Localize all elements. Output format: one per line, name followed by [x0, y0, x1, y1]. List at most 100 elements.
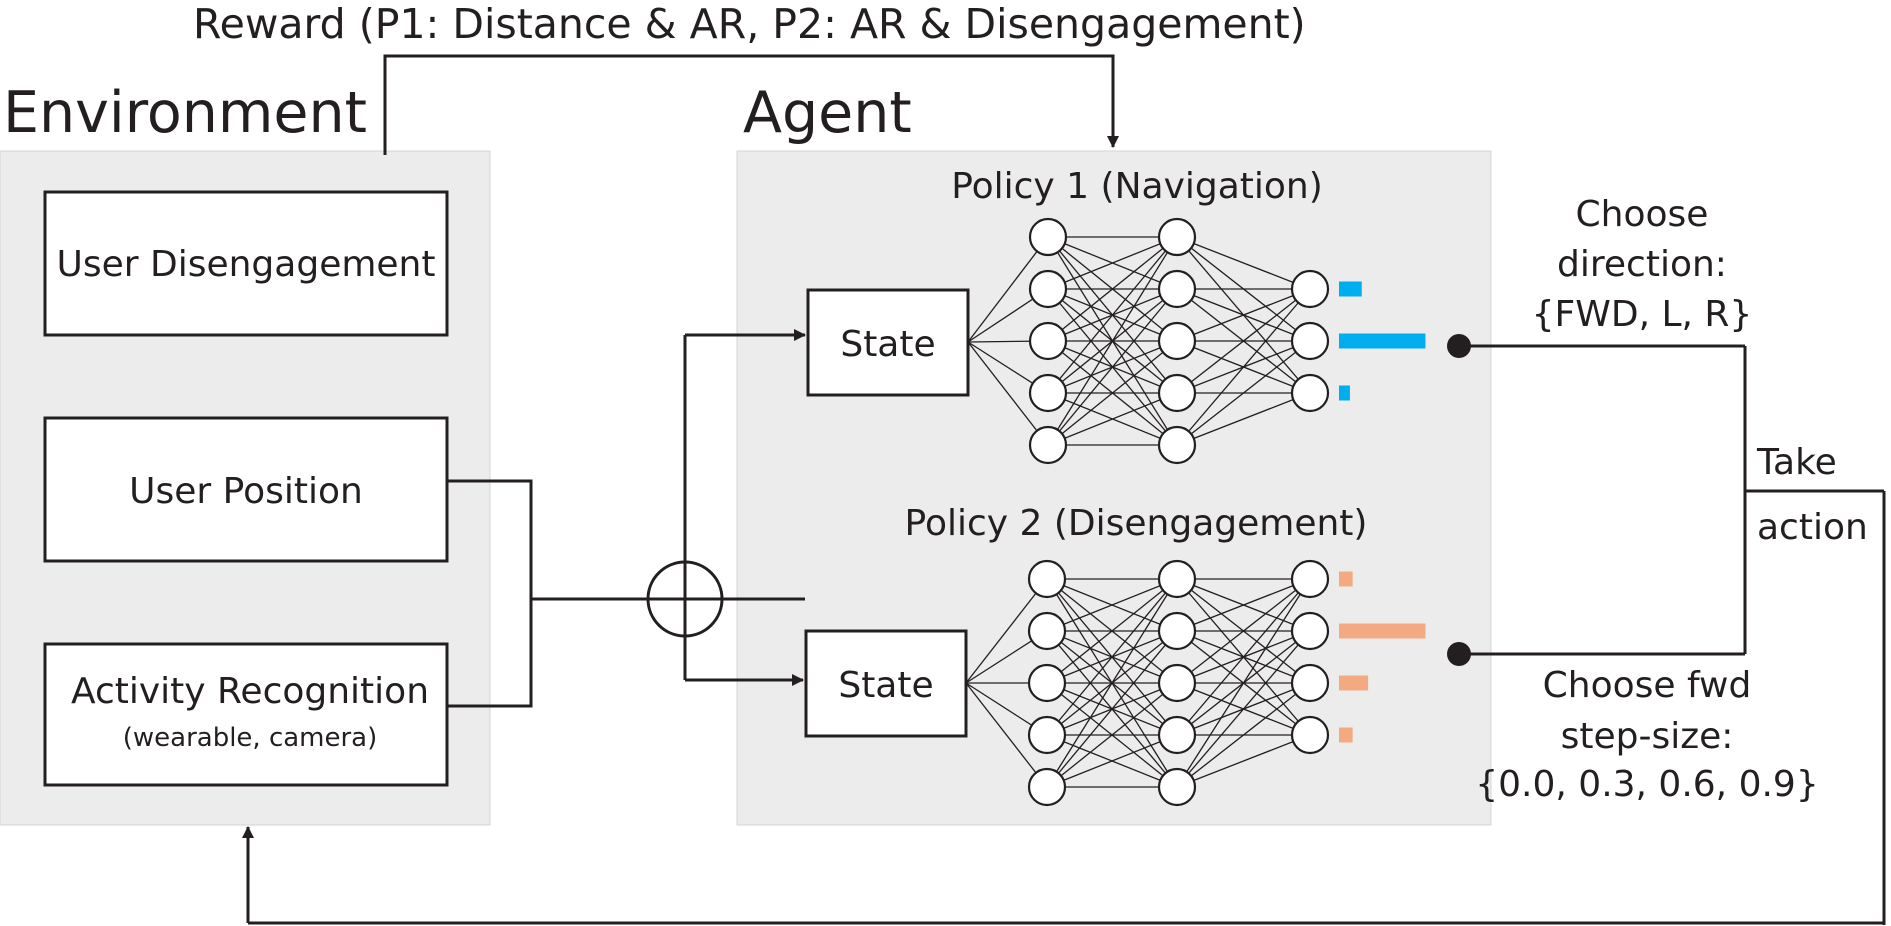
policy2-edge: [1176, 682, 1311, 788]
policy1-edge: [967, 341, 1049, 446]
output-connectors: [242, 344, 1886, 925]
policy1-node-l2: [1157, 269, 1197, 309]
policy2-edge: [1046, 578, 1178, 736]
direction-label-line3: {FWD, L, R}: [1532, 294, 1753, 335]
policy1-edge: [1047, 392, 1178, 446]
policy1-node-l1: [1028, 269, 1068, 309]
policy1-edge: [1176, 392, 1311, 446]
policy2-edge: [1176, 578, 1311, 788]
policy1-node-l3: [1290, 269, 1330, 309]
policy1-edge: [1176, 340, 1311, 446]
policy2-edge: [1176, 578, 1311, 684]
policy1-node-l1: [1028, 373, 1068, 413]
direction-label-line1: Choose: [1576, 194, 1709, 235]
policy2-node-l2: [1157, 611, 1197, 651]
policy1-edge: [1047, 236, 1178, 290]
policy2-edge: [1046, 682, 1178, 788]
policy2-output-bar: [1339, 727, 1353, 743]
policy2-node-l2: [1157, 767, 1197, 807]
policy2-node-l1: [1027, 663, 1067, 703]
policy2-state-box: State: [804, 629, 968, 738]
user-position-label: User Position: [129, 471, 363, 512]
policy1-node-l2: [1157, 373, 1197, 413]
policy2-edge: [1046, 630, 1178, 788]
policy1-output-dot: [1447, 334, 1471, 358]
policy2-node-l2: [1157, 559, 1197, 599]
policy1-output-bars: [1339, 281, 1426, 401]
policy2-output-bar: [1339, 623, 1426, 639]
policy2-node-l3: [1290, 559, 1330, 599]
policy1-output-bar: [1339, 385, 1350, 401]
policy1-edge: [1176, 288, 1311, 446]
input-connectors: [447, 329, 806, 708]
take-action-label-line2: action: [1757, 507, 1868, 548]
policy1-node-l1: [1028, 217, 1068, 257]
policy2-output-bar: [1339, 571, 1353, 587]
environment-title: Environment: [3, 80, 367, 146]
policy2-node-l3: [1290, 611, 1330, 651]
policy2-node-l2: [1157, 715, 1197, 755]
policy2-edge: [1176, 578, 1311, 632]
policy2-node-l3: [1290, 715, 1330, 755]
policy1-edge: [1176, 288, 1311, 342]
user-disengagement-label: User Disengagement: [56, 244, 435, 285]
policy1-network: [967, 217, 1330, 465]
policy1-edge: [1176, 288, 1311, 394]
policy2-edge: [1176, 630, 1311, 788]
policy2-edge: [1176, 734, 1311, 788]
policy2-edge: [1046, 578, 1178, 632]
policy1-node-l2: [1157, 321, 1197, 361]
take-action-label-line1: Take: [1756, 442, 1837, 483]
policy2-node-l1: [1027, 715, 1067, 755]
policy1-edge: [1047, 236, 1178, 342]
direction-label: Choose direction: {FWD, L, R}: [1532, 194, 1753, 335]
policy1-node-l2: [1157, 217, 1197, 257]
policy2-edge: [1046, 734, 1178, 788]
policy1-edge: [1176, 236, 1311, 290]
activity-recognition-label: Activity Recognition: [71, 671, 429, 712]
policy2-state-label: State: [838, 665, 933, 706]
policy2-network: [965, 559, 1330, 807]
policy1-edge: [1047, 236, 1178, 394]
policy1-output-bar: [1339, 281, 1362, 297]
reward-label: Reward (P1: Distance & AR, P2: AR & Dise…: [193, 0, 1306, 48]
policy2-node-l3: [1290, 663, 1330, 703]
stepsize-label-line1: Choose fwd: [1543, 665, 1752, 706]
policy1-title: Policy 1 (Navigation): [951, 166, 1323, 207]
stepsize-label-line3: {0.0, 0.3, 0.6, 0.9}: [1475, 764, 1818, 805]
policy1-state-label: State: [840, 324, 935, 365]
policy2-edge: [965, 578, 1048, 684]
policy1-state-box: State: [806, 288, 970, 397]
policy1-edge: [967, 236, 1049, 343]
policy2-output-bars: [1339, 571, 1426, 743]
policy1-node-l3: [1290, 373, 1330, 413]
policy1-edge: [1047, 288, 1178, 446]
policy2-edge: [1046, 578, 1178, 788]
activity-recognition-box: Activity Recognition (wearable, camera): [43, 642, 449, 787]
policy2-node-l2: [1157, 663, 1197, 703]
policy1-output-bar: [1339, 333, 1426, 349]
policy2-output-dot: [1447, 642, 1471, 666]
policy1-edge: [1047, 236, 1178, 446]
policy2-output-bar: [1339, 675, 1369, 691]
policy1-node-l2: [1157, 425, 1197, 465]
policy2-node-l1: [1027, 559, 1067, 599]
user-position-box: User Position: [43, 416, 449, 563]
policy1-edge: [1047, 340, 1178, 446]
policy2-edge: [1046, 578, 1178, 684]
user-disengagement-box: User Disengagement: [43, 190, 449, 337]
activity-recognition-sublabel: (wearable, camera): [123, 723, 378, 753]
reward-arrow: [383, 54, 1119, 155]
policy1-node-l1: [1028, 425, 1068, 465]
policy2-edge: [1176, 578, 1311, 736]
policy2-node-l1: [1027, 767, 1067, 807]
stepsize-label: Choose fwd step-size: {0.0, 0.3, 0.6, 0.…: [1475, 665, 1818, 805]
stepsize-label-line2: step-size:: [1561, 716, 1734, 757]
agent-title: Agent: [743, 80, 912, 146]
direction-label-line2: direction:: [1557, 244, 1727, 285]
policy1-node-l1: [1028, 321, 1068, 361]
policy2-node-l1: [1027, 611, 1067, 651]
policy2-edge: [965, 682, 1048, 788]
policy1-node-l3: [1290, 321, 1330, 361]
